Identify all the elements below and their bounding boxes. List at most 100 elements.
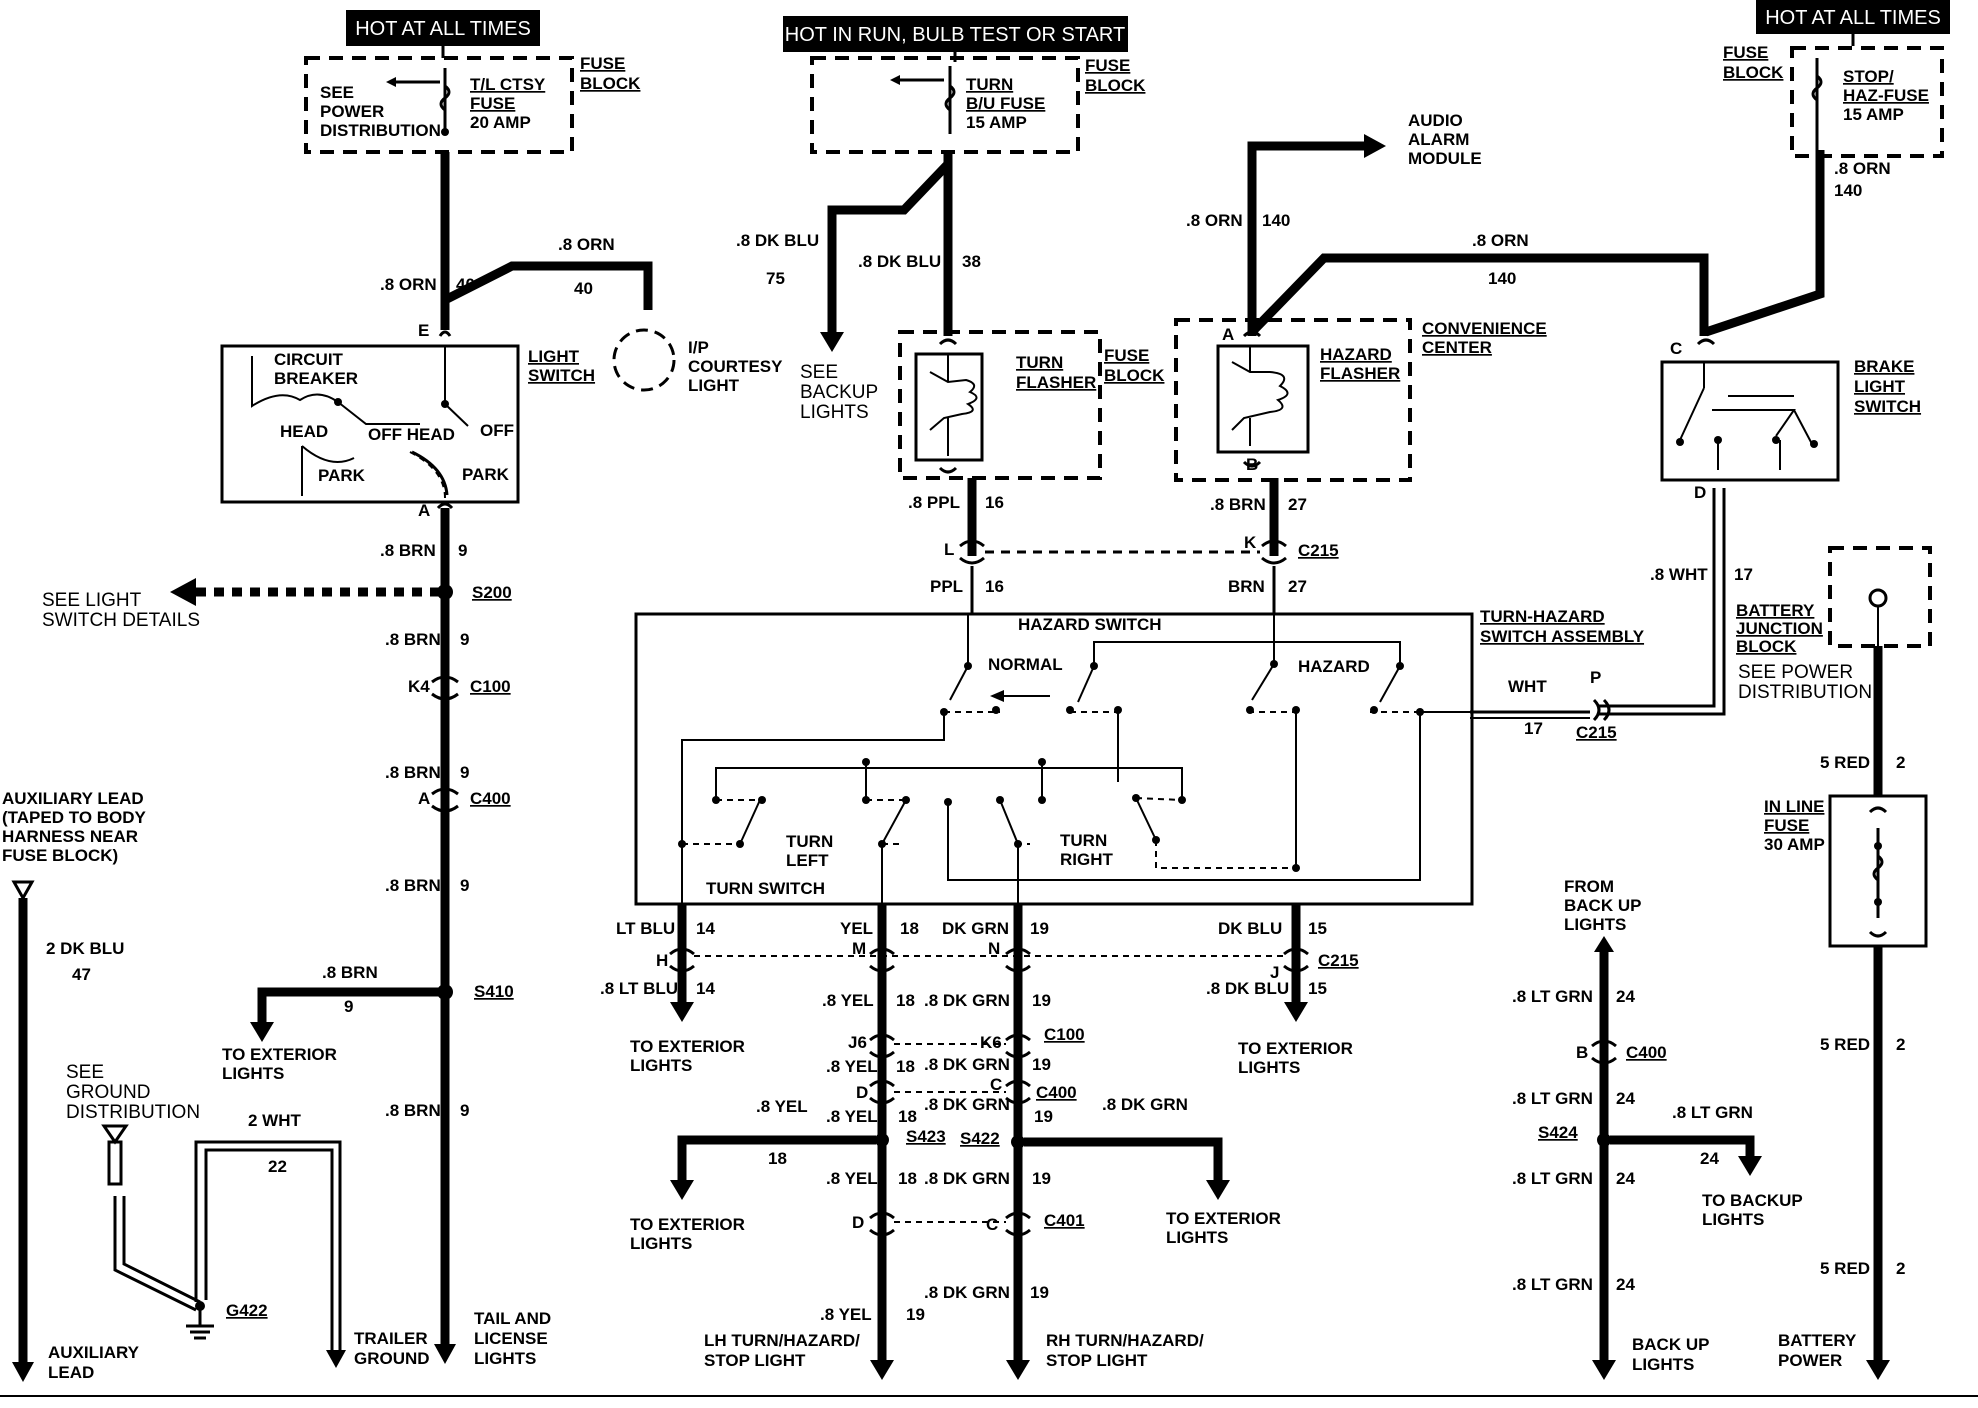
splice-s200 <box>437 584 453 600</box>
pin-d-c401: D <box>852 1213 864 1232</box>
wire-dkblu-backup: .8 DK BLU <box>736 231 819 250</box>
wire-9-mid: 9 <box>460 876 469 895</box>
wire-ltgrn-d: .8 LT GRN <box>1512 1275 1593 1294</box>
splice-s423 <box>875 1133 889 1147</box>
wire-brn-low: .8 BRN <box>385 1101 441 1120</box>
to-ext-lights-1-1: LIGHTS <box>222 1064 284 1083</box>
wire-red-c: 5 RED <box>1820 1259 1870 1278</box>
conn-c400: C400 <box>470 789 511 808</box>
wire-dkblu-turn: .8 DK BLU <box>858 252 941 271</box>
wire-19-d: 19 <box>1032 1169 1051 1188</box>
ip-courtesy-light <box>612 328 676 392</box>
ip-courtesy-2: LIGHT <box>688 376 740 395</box>
battery-junction-1: JUNCTION <box>1736 619 1823 638</box>
fuse-block-tf-0: FUSE <box>1104 346 1149 365</box>
conn-s422: S422 <box>960 1129 1000 1148</box>
ip-courtesy-0: I/P <box>688 338 709 357</box>
wire-9-s200: 9 <box>458 541 467 560</box>
wire-47: 47 <box>72 965 91 984</box>
turn-hazard-switch-assembly <box>634 612 1474 906</box>
wire-9-c400: 9 <box>460 763 469 782</box>
pin-d-brake: D <box>1694 483 1706 502</box>
to-ext-lights-2-1: LIGHTS <box>630 1056 692 1075</box>
wire-dkblu-r: DK BLU <box>1218 919 1282 938</box>
to-ext-lights-1-0: TO EXTERIOR <box>222 1045 337 1064</box>
wire-dkblu-2: 2 DK BLU <box>46 939 124 958</box>
to-ext-lights-4-1: LIGHTS <box>1166 1228 1228 1247</box>
wire-yel-08-b: .8 YEL <box>826 1057 878 1076</box>
wire-18-a: 18 <box>896 991 915 1010</box>
header-hot-right-text: HOT AT ALL TIMES <box>1765 7 1941 29</box>
hazard-switch-label: HAZARD SWITCH <box>1018 615 1162 634</box>
wire-17-bot: 17 <box>1524 719 1543 738</box>
pin-a-c400: A <box>418 789 430 808</box>
wire-dkgrn-08-e: .8 DK GRN <box>924 1283 1010 1302</box>
battery-junction-block <box>1828 546 1932 648</box>
pin-e: E <box>418 321 429 340</box>
wire-24-c: 24 <box>1616 1169 1635 1188</box>
to-ext-lights-3-1: LIGHTS <box>630 1234 692 1253</box>
wire-17-top: 17 <box>1734 565 1753 584</box>
conn-c215-p: C215 <box>1576 723 1617 742</box>
wire-ppl: PPL <box>930 577 963 596</box>
switch-park-right: PARK <box>462 465 510 484</box>
see-backup-2: LIGHTS <box>800 402 869 423</box>
convenience-center-0: CONVENIENCE <box>1422 319 1547 338</box>
wire-14-bot: 14 <box>696 979 715 998</box>
fuse-block-right <box>1790 46 1944 158</box>
convenience-center-box <box>1174 318 1412 482</box>
wire-orn-courtesy: .8 ORN <box>558 235 615 254</box>
conn-c400-right: C400 <box>1626 1043 1667 1062</box>
turn-flasher-0: TURN <box>1016 353 1063 372</box>
trailer-ground-1: GROUND <box>354 1349 430 1368</box>
fuse-stop-haz-0: STOP/ <box>1843 67 1894 86</box>
hazard-flasher-box <box>1216 344 1310 454</box>
wire-40-courtesy: 40 <box>574 279 593 298</box>
brake-light-switch-box <box>1660 360 1840 482</box>
fuse-stop-haz-2: 15 AMP <box>1843 105 1904 124</box>
fuse-tl-ctsy-1: FUSE <box>470 94 515 113</box>
wire-27-bot: 27 <box>1288 577 1307 596</box>
wire-yel-08-e: .8 YEL <box>820 1305 872 1324</box>
see-power-dist-0: SEE <box>320 83 354 102</box>
audio-alarm-0: AUDIO <box>1408 111 1463 130</box>
battery-power-0: BATTERY <box>1778 1331 1857 1350</box>
conn-c400-symbol <box>431 787 459 813</box>
see-backup-0: SEE <box>800 362 838 383</box>
pin-k4: K4 <box>408 677 430 696</box>
wire-brn-s200: .8 BRN <box>380 541 436 560</box>
wire-brn-08-haz: .8 BRN <box>1210 495 1266 514</box>
wire-18-top: 18 <box>900 919 919 938</box>
wire-22: 22 <box>268 1157 287 1176</box>
light-switch-box <box>220 344 520 504</box>
pin-a-haz: A <box>1222 325 1234 344</box>
to-ext-lights-4-0: TO EXTERIOR <box>1166 1209 1281 1228</box>
pin-c-dkgrn: C <box>990 1075 1002 1094</box>
turn-left-0: TURN <box>786 832 833 851</box>
aux-bottom-1: LEAD <box>48 1363 94 1382</box>
conn-c100-mid: C100 <box>1044 1025 1085 1044</box>
wire-19-b: 19 <box>1032 1055 1051 1074</box>
header-hot-center-text: HOT IN RUN, BULB TEST OR START <box>785 24 1125 46</box>
fuse-block-center-0: FUSE <box>1085 56 1130 75</box>
wire-140-right: 140 <box>1834 181 1862 200</box>
conn-c215-top: C215 <box>1298 541 1339 560</box>
aux-lead-3: FUSE BLOCK) <box>2 846 118 865</box>
wire-brn-s410: .8 BRN <box>322 963 378 982</box>
conn-c100: C100 <box>470 677 511 696</box>
wire-dkgrn-08-c: .8 DK GRN <box>924 1095 1010 1114</box>
wire-140-left: 140 <box>1262 211 1290 230</box>
wire-orn-top: .8 ORN <box>1472 231 1529 250</box>
lh-turn-1: STOP LIGHT <box>704 1351 806 1370</box>
aux-lead-tip <box>11 880 35 902</box>
wire-ltgrn-c: .8 LT GRN <box>1512 1169 1593 1188</box>
wire-orn-140: .8 ORN <box>1186 211 1243 230</box>
turn-hazard-assembly-0: TURN-HAZARD <box>1480 607 1605 626</box>
wire-yel-08-s423: .8 YEL <box>756 1097 808 1116</box>
wire-15-top: 15 <box>1308 919 1327 938</box>
wire-yel: YEL <box>840 919 873 938</box>
splice-s424 <box>1597 1133 1611 1147</box>
fuse-tl-ctsy-2: 20 AMP <box>470 113 531 132</box>
pin-l: L <box>944 540 954 559</box>
brake-switch-0: BRAKE <box>1854 357 1914 376</box>
